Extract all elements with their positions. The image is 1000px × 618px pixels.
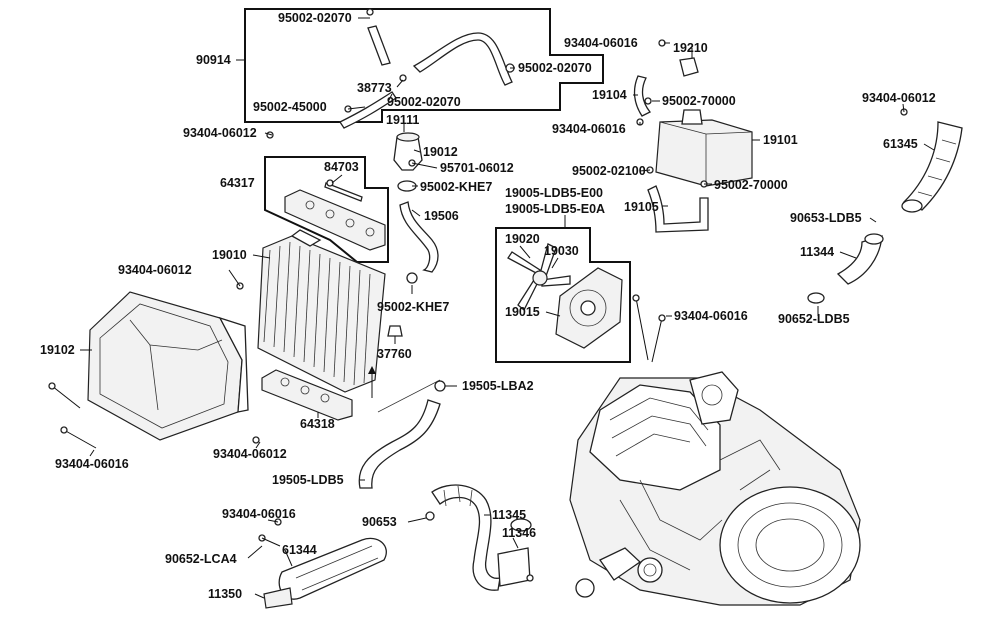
label-11350: 11350: [208, 587, 242, 601]
label-95002-02070-b: 95002-02070: [518, 61, 592, 75]
intake-duct-61345: [902, 121, 963, 211]
label-19030: 19030: [544, 244, 579, 258]
filler-cap: [396, 132, 420, 142]
label-95002-02070-c: 95002-02070: [387, 95, 461, 109]
bracket-box: [264, 156, 389, 263]
bolt-icon: [48, 382, 56, 390]
label-19005-ldb5-e00: 19005-LDB5-E00: [505, 186, 603, 200]
fan-shroud: [87, 291, 243, 441]
label-11345: 11345: [492, 508, 526, 522]
engine-assembly: [569, 371, 861, 606]
label-64318: 64318: [300, 417, 335, 431]
label-90652-lca4: 90652-LCA4: [165, 552, 237, 566]
label-93404-06016-a: 93404-06016: [55, 457, 129, 471]
fan-blade: [507, 243, 571, 312]
label-19101: 19101: [763, 133, 798, 147]
hose-clamp-lba2: [434, 380, 446, 392]
intake-joint-11344: [836, 235, 883, 285]
label-19210: 19210: [673, 41, 708, 55]
radiator-bracket-lower: [261, 369, 353, 421]
drain-plug: [387, 325, 403, 337]
label-90653: 90653: [362, 515, 397, 529]
label-93404-06016-d: 93404-06016: [674, 309, 748, 323]
label-37760: 37760: [377, 347, 412, 361]
label-95002-khe7-a: 95002-KHE7: [420, 180, 492, 194]
label-93404-06012-d: 93404-06012: [862, 91, 936, 105]
label-19015: 19015: [505, 305, 540, 319]
hose-clamp-ldb5: [864, 233, 884, 245]
label-95002-02100: 95002-02100: [572, 164, 646, 178]
label-93404-06012-b: 93404-06012: [118, 263, 192, 277]
label-11346: 11346: [502, 526, 536, 540]
hose-clamp-90653: [425, 511, 435, 521]
label-93404-06016-e: 93404-06016: [222, 507, 296, 521]
label-61344: 61344: [282, 543, 317, 557]
hose-joint-icon: [399, 74, 407, 82]
radiator-tank-top: [290, 229, 322, 247]
label-19506: 19506: [424, 209, 459, 223]
breather-hose-long: [412, 32, 513, 86]
hose-clamp-ldb5-b: [807, 292, 825, 304]
label-90653-ldb5: 90653-LDB5: [790, 211, 862, 225]
overflow-hose: [339, 91, 397, 129]
reservoir-cap: [681, 109, 703, 125]
duct-clamp: [901, 199, 923, 213]
bracket-bolt: [324, 182, 363, 202]
label-93404-06016-b: 93404-06016: [564, 36, 638, 50]
label-38773: 38773: [357, 81, 392, 95]
air-duct-61344: [278, 537, 387, 600]
bolt-icon: [60, 426, 68, 434]
fan-motor: [580, 300, 596, 316]
label-19105: 19105: [624, 200, 659, 214]
label-95002-02070-a: 95002-02070: [278, 11, 352, 25]
clamp-11350: [263, 587, 293, 609]
label-19005-ldb5-e0a: 19005-LDB5-E0A: [505, 202, 605, 216]
label-64317: 64317: [220, 176, 255, 190]
label-19104: 19104: [592, 88, 627, 102]
label-11344: 11344: [800, 245, 834, 259]
radiator-hose-lower: [358, 399, 441, 489]
coolant-reservoir: [655, 119, 753, 187]
label-19010: 19010: [212, 248, 247, 262]
label-95002-khe7-b: 95002-KHE7: [377, 300, 449, 314]
hose-kit-box: [244, 8, 604, 123]
label-95002-70000-b: 95002-70000: [714, 178, 788, 192]
filler-neck: [393, 136, 423, 171]
label-93404-06012-c: 93404-06012: [213, 447, 287, 461]
label-19505-lba2: 19505-LBA2: [462, 379, 534, 393]
radiator-bracket-upper: [284, 189, 386, 251]
fan-assembly-box: [495, 227, 631, 363]
leader-lines: [80, 17, 935, 599]
radiator-fins: [263, 241, 371, 386]
label-19020: 19020: [505, 232, 540, 246]
label-93404-06012-a: 93404-06012: [183, 126, 257, 140]
hose-clamp-khe7-b: [406, 272, 418, 284]
label-95701-06012: 95701-06012: [440, 161, 514, 175]
reservoir-hose-upper: [633, 75, 652, 117]
label-84703: 84703: [324, 160, 359, 174]
label-95002-45000: 95002-45000: [253, 100, 327, 114]
reservoir-bracket-19210: [679, 57, 699, 77]
radiator-hose-upper: [399, 201, 439, 273]
label-19111: 19111: [386, 113, 419, 127]
label-19505-ldb5: 19505-LDB5: [272, 473, 344, 487]
label-61345: 61345: [883, 137, 918, 151]
label-19012: 19012: [423, 145, 458, 159]
reservoir-hose-lower: [647, 185, 709, 233]
duct-joint-11346: [497, 547, 531, 587]
breather-hose-short: [367, 25, 391, 66]
label-90914: 90914: [196, 53, 231, 67]
label-95002-70000-a: 95002-70000: [662, 94, 736, 108]
label-19102: 19102: [40, 343, 75, 357]
radiator-core: [257, 235, 386, 393]
shroud-flange: [218, 316, 249, 413]
label-93404-06016-c: 93404-06016: [552, 122, 626, 136]
air-duct-11345: [431, 484, 501, 591]
label-90652-ldb5: 90652-LDB5: [778, 312, 850, 326]
